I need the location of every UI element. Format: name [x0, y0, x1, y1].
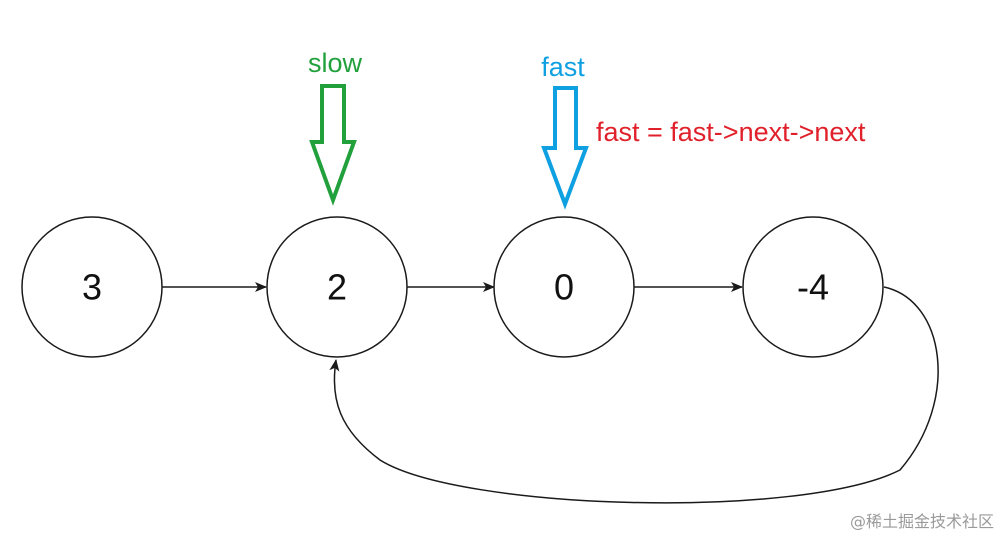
node-neg4: -4	[742, 216, 884, 358]
node-label: 2	[327, 267, 347, 308]
fast-pointer-label: fast	[541, 52, 585, 82]
node-label: 3	[82, 267, 102, 308]
node-circle	[21, 216, 163, 358]
slow-pointer-arrow-icon	[309, 84, 357, 206]
slow-pointer-label: slow	[308, 48, 363, 78]
node-circle	[493, 216, 635, 358]
node-3: 3	[21, 216, 163, 358]
node-2: 2	[266, 216, 408, 358]
node-circle	[742, 216, 884, 358]
node-label: 0	[554, 267, 574, 308]
node-label: -4	[797, 267, 829, 308]
fast-pointer-arrow-icon	[541, 86, 589, 210]
fast-update-annotation: fast = fast->next->next	[596, 117, 866, 147]
node-0: 0	[493, 216, 635, 358]
watermark: @稀土掘金技术社区	[850, 512, 994, 531]
node-circle	[266, 216, 408, 358]
edge-cycle-neg4-to-2	[329, 286, 939, 504]
